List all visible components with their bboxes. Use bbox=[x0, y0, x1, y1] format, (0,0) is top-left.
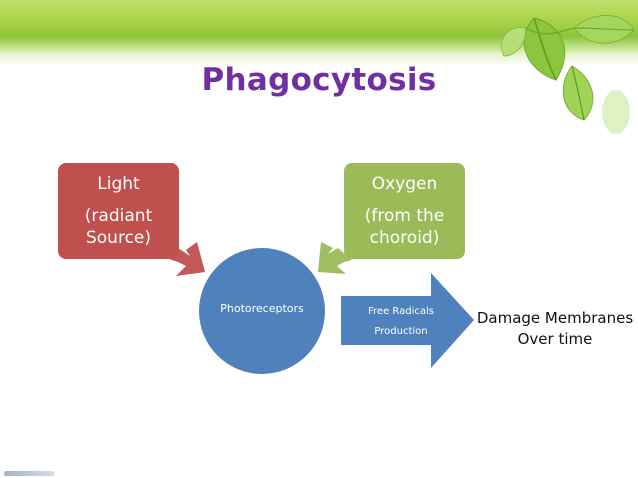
oxygen-box-label: Oxygen bbox=[371, 174, 438, 194]
photoreceptors-circle bbox=[199, 248, 325, 374]
free-radicals-text: Free Radicals Production bbox=[342, 302, 460, 342]
free-radicals-line-1: Free Radicals bbox=[368, 306, 434, 317]
top-band-fade bbox=[0, 52, 638, 66]
damage-membranes-text: Damage Membranes Over time bbox=[474, 308, 636, 350]
green-leaves-icon bbox=[501, 15, 635, 134]
light-box-detail-1: (radiant bbox=[84, 206, 153, 226]
oxygen-box-detail-2: choroid) bbox=[369, 228, 440, 248]
light-to-photoreceptors-arrow bbox=[166, 242, 205, 276]
free-radicals-arrow bbox=[341, 273, 474, 368]
photoreceptors-label: Photoreceptors bbox=[220, 302, 304, 315]
slide-title: Phagocytosis bbox=[201, 62, 437, 98]
light-source-box: Light (radiant Source) bbox=[58, 163, 179, 259]
oxygen-box-detail-1: (from the bbox=[364, 206, 445, 226]
light-box-detail-2: Source) bbox=[85, 228, 152, 248]
footer-logo bbox=[4, 471, 54, 476]
oxygen-box: Oxygen (from the choroid) bbox=[344, 163, 465, 259]
light-box-label: Light bbox=[97, 174, 140, 194]
damage-line-2: Over time bbox=[517, 330, 593, 348]
free-radicals-line-2: Production bbox=[374, 326, 428, 337]
oxygen-to-photoreceptors-arrow bbox=[318, 242, 352, 274]
damage-line-1: Damage Membranes bbox=[476, 309, 634, 327]
